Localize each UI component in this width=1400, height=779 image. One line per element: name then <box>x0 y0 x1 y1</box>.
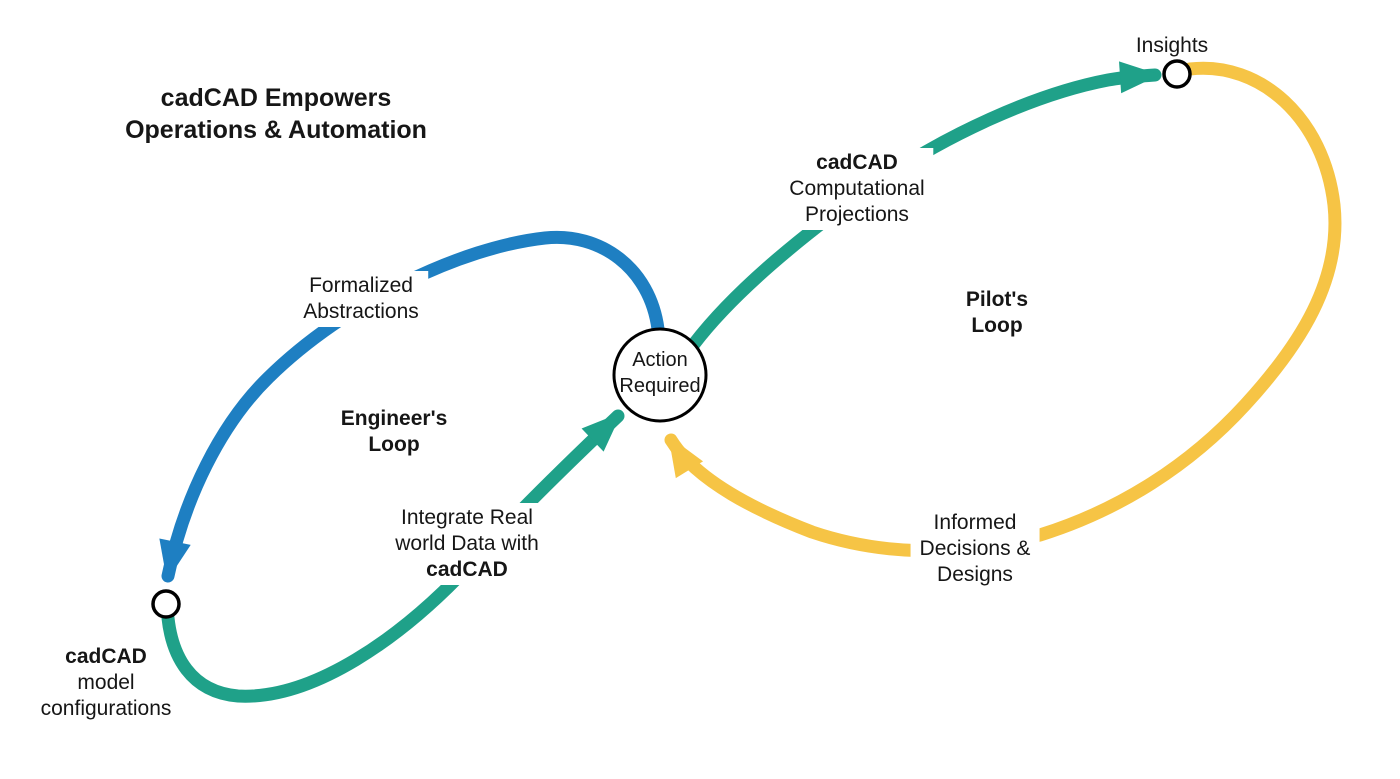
formalized-abstractions-label: Formalized Abstractions <box>294 271 428 327</box>
diagram-title: cadCAD Empowers Operations & Automation <box>125 82 427 146</box>
diagram-title-line1: cadCAD Empowers <box>160 84 392 112</box>
engineers-loop-label: Engineer's Loop <box>340 407 448 456</box>
insights-node <box>1162 59 1192 89</box>
action-required-line2: Required <box>619 375 701 397</box>
model-configurations-label: cadCAD model configurations <box>40 645 172 720</box>
informed-decisions-label: Informed Decisions & Designs <box>910 508 1040 590</box>
integrate-real-world-data-label: Integrate Real world Data with cadCAD <box>386 503 548 585</box>
pilots-loop-yellow-curve <box>664 61 1342 558</box>
action-required-node <box>612 327 708 423</box>
action-required-label: Action Required <box>619 347 700 399</box>
insights-label: Insights <box>1135 34 1209 57</box>
computational-projections-label: cadCAD Computational Projections <box>780 148 934 230</box>
diagram-title-line2: Operations & Automation <box>125 116 427 144</box>
engineers-loop-green-curve <box>161 409 625 703</box>
pilots-loop-green-curve <box>687 61 1162 351</box>
pilots-loop-label: Pilot's Loop <box>965 288 1029 337</box>
action-required-line1: Action <box>632 349 688 371</box>
model-configurations-node <box>151 589 181 619</box>
